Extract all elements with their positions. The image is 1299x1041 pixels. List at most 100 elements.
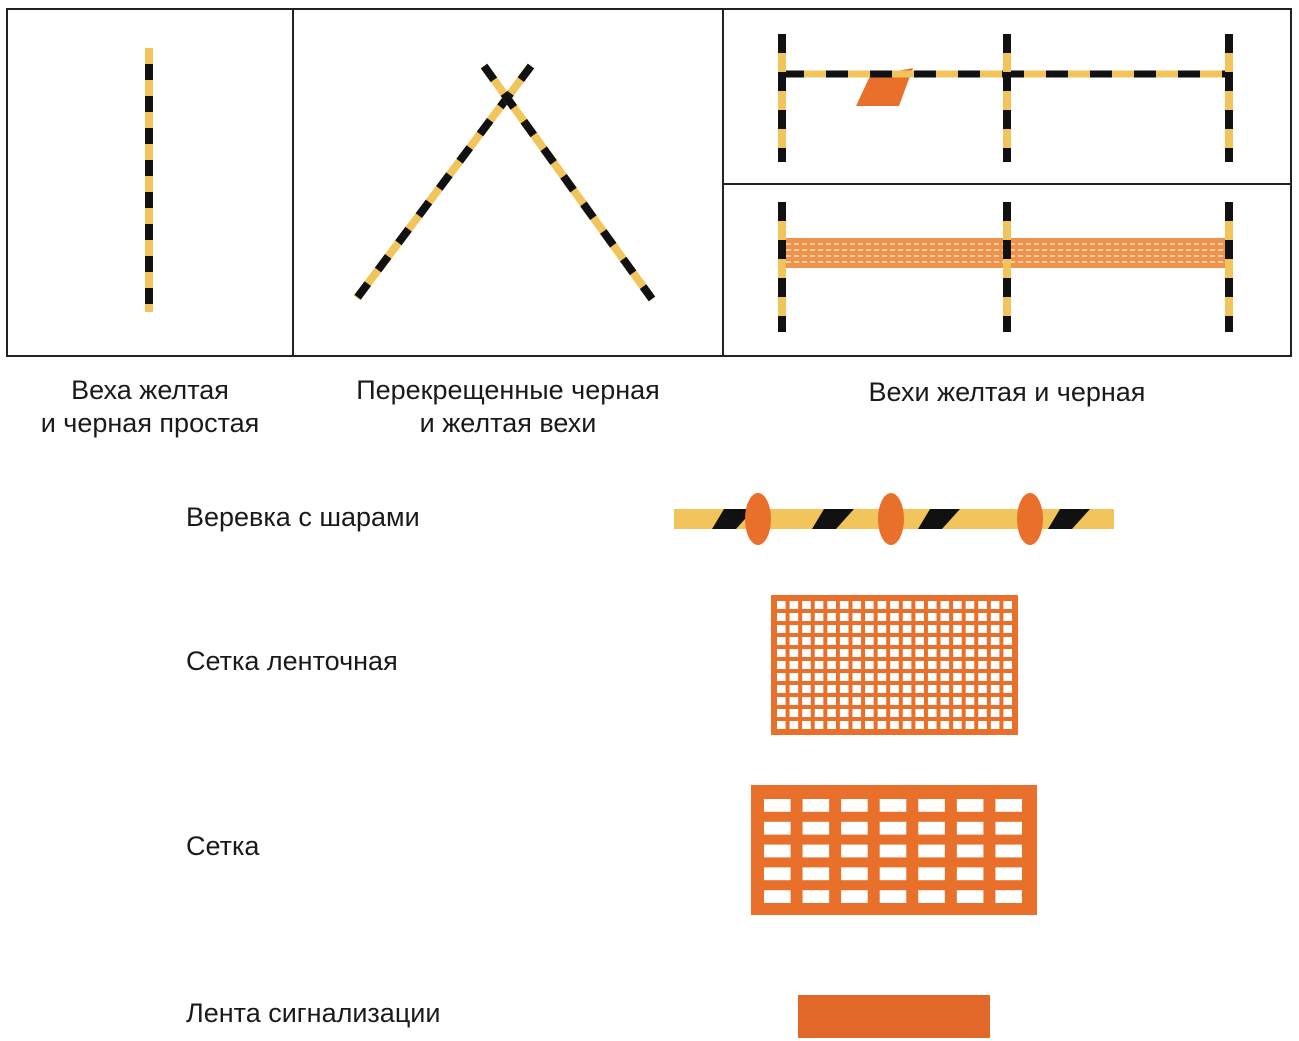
- caption-single-pole-line2: и черная простая: [40, 408, 260, 438]
- tape-mesh-hole: [965, 601, 975, 609]
- tape-mesh-hole: [915, 709, 924, 717]
- panel-frame-pole-pair: [722, 8, 1292, 357]
- tape-mesh-hole: [839, 601, 849, 609]
- tape-mesh-hole: [777, 709, 786, 717]
- tape-mesh-hole: [789, 613, 799, 621]
- mesh-hole: [879, 844, 907, 858]
- tape-mesh-hole: [902, 637, 912, 645]
- mesh-hole: [841, 844, 868, 858]
- label-tape-mesh: Сетка ленточная: [186, 646, 398, 676]
- tape-mesh-hole: [902, 697, 912, 705]
- label-mesh: Сетка: [186, 831, 260, 861]
- tape-mesh-hole: [877, 709, 887, 717]
- mesh-hole: [764, 844, 791, 858]
- tape-mesh-hole: [865, 601, 874, 609]
- tape-mesh-swatch: [771, 595, 1018, 735]
- tape-mesh-hole: [927, 685, 937, 693]
- mesh-hole: [802, 799, 830, 812]
- tape-mesh-hole: [927, 637, 937, 645]
- tape-mesh-hole: [902, 649, 912, 657]
- tape-mesh-hole: [953, 661, 962, 669]
- tape-mesh-hole: [865, 649, 874, 657]
- tape-mesh-hole: [802, 637, 811, 645]
- tape-mesh-hole: [890, 709, 899, 717]
- label-rope: Веревка с шарами: [186, 502, 420, 532]
- tape-mesh-hole: [852, 721, 862, 729]
- tape-mesh-hole: [927, 721, 937, 729]
- tape-mesh-hole: [902, 625, 912, 633]
- tape-mesh-hole: [978, 613, 987, 621]
- tape-mesh-hole: [814, 625, 824, 633]
- tape-mesh-hole: [827, 637, 836, 645]
- rope-stripe-3: [918, 509, 960, 529]
- tape-mesh-hole: [965, 613, 975, 621]
- tape-mesh-hole: [789, 637, 799, 645]
- tape-mesh-hole: [927, 601, 937, 609]
- tape-mesh-hole: [902, 673, 912, 681]
- tape-mesh-hole: [953, 709, 962, 717]
- tape-mesh-hole: [902, 721, 912, 729]
- mesh-hole: [995, 867, 1022, 881]
- tape-mesh-hole: [852, 673, 862, 681]
- tape-mesh-hole: [965, 625, 975, 633]
- tape-mesh-hole: [978, 721, 987, 729]
- tape-mesh-hole: [777, 625, 786, 633]
- tape-mesh-hole: [978, 625, 987, 633]
- tape-mesh-hole: [965, 697, 975, 705]
- mesh-hole: [995, 844, 1022, 858]
- tape-mesh-hole: [802, 649, 811, 657]
- tape-mesh-hole: [877, 649, 887, 657]
- tape-mesh-hole: [865, 613, 874, 621]
- tape-mesh-hole: [1003, 709, 1012, 717]
- tape-mesh-hole: [839, 709, 849, 717]
- mesh-hole: [764, 867, 791, 881]
- tape-mesh-hole: [890, 685, 899, 693]
- tape-mesh-hole: [990, 685, 1000, 693]
- tape-mesh-hole: [953, 673, 962, 681]
- tape-mesh-hole: [777, 697, 786, 705]
- mesh-hole: [918, 890, 945, 903]
- tape-mesh-hole: [953, 697, 962, 705]
- tape-mesh-hole: [915, 649, 924, 657]
- rope-ball-1: [745, 493, 771, 545]
- tape-mesh-hole: [865, 625, 874, 633]
- tape-mesh-hole: [902, 601, 912, 609]
- panel-frame-crossed-poles: [292, 8, 724, 357]
- tape-mesh-hole: [877, 721, 887, 729]
- tape-mesh-hole: [990, 613, 1000, 621]
- tape-mesh-hole: [839, 613, 849, 621]
- tape-mesh-hole: [1003, 613, 1012, 621]
- tape-mesh-hole: [839, 649, 849, 657]
- tape-mesh-hole: [852, 613, 862, 621]
- tape-mesh-hole: [839, 625, 849, 633]
- tape-mesh-hole: [802, 661, 811, 669]
- tape-mesh-hole: [965, 673, 975, 681]
- tape-mesh-hole: [940, 721, 950, 729]
- caption-crossed-poles: Перекрещенные черная и желтая вехи: [298, 374, 718, 440]
- tape-mesh-hole: [865, 721, 874, 729]
- tape-mesh-hole: [915, 721, 924, 729]
- tape-mesh-hole: [852, 685, 862, 693]
- tape-mesh-hole: [814, 673, 824, 681]
- tape-mesh-hole: [890, 721, 899, 729]
- tape-mesh-hole: [802, 709, 811, 717]
- tape-mesh-hole: [839, 697, 849, 705]
- tape-mesh-hole: [890, 661, 899, 669]
- tape-mesh-hole: [990, 661, 1000, 669]
- tape-mesh-hole: [902, 709, 912, 717]
- tape-mesh-hole: [827, 685, 836, 693]
- crossed-pole-left: [353, 63, 535, 301]
- tape-mesh-hole: [839, 721, 849, 729]
- tape-mesh-hole: [852, 661, 862, 669]
- rope-ball-3: [1017, 493, 1043, 545]
- mesh-swatch: [751, 785, 1037, 915]
- tape-mesh-hole: [990, 649, 1000, 657]
- caption-crossed-poles-line1: Перекрещенные черная: [356, 375, 660, 405]
- tape-mesh-hole: [940, 685, 950, 693]
- mesh-hole: [841, 799, 868, 812]
- tape-mesh-hole: [877, 685, 887, 693]
- tape-mesh-hole: [965, 721, 975, 729]
- tape-mesh-hole: [890, 637, 899, 645]
- tape-mesh-hole: [814, 637, 824, 645]
- tape-mesh-hole: [827, 649, 836, 657]
